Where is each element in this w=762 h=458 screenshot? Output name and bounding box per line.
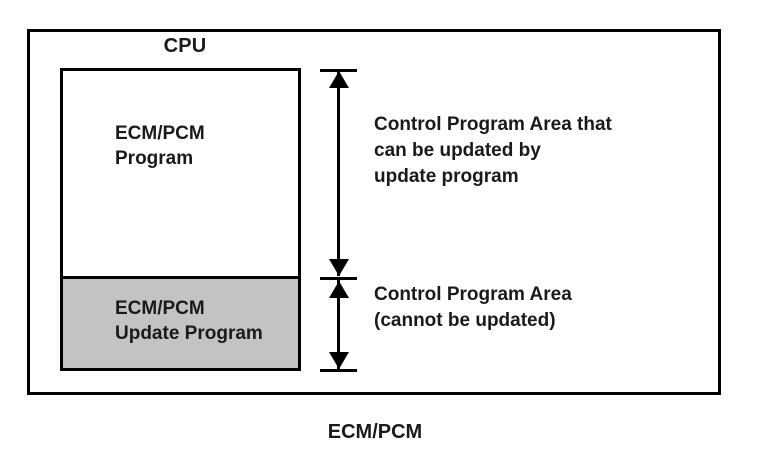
memory-segment-ecm-pcm-program: ECM/PCM Program [63,71,298,279]
annotation-non-updatable-area: Control Program Area (cannot be updated) [374,284,572,331]
memory-segment-label-update-program: ECM/PCM Update Program [115,298,263,344]
annotation-updatable-area: Control Program Area that can be updated… [374,114,612,187]
dimension-tick-middle [320,277,357,280]
arrow-up-icon-lower-top [329,281,349,298]
dimension-tick-top [320,69,357,72]
memory-map-box: ECM/PCM Program ECM/PCM Update Program [60,68,301,371]
arrow-down-icon-lower-bottom [329,352,349,369]
dimension-tick-bottom [320,369,357,372]
dimension-shaft-lower [337,280,340,369]
cpu-label: CPU [163,35,207,57]
arrow-down-icon-upper-bottom [329,259,349,276]
memory-segment-label-program: ECM/PCM Program [115,123,205,169]
dimension-shaft-upper [337,72,340,276]
memory-segment-ecm-pcm-update-program: ECM/PCM Update Program [63,279,298,368]
figure-caption: ECM/PCM [327,421,423,443]
arrow-up-icon-upper-top [329,71,349,88]
